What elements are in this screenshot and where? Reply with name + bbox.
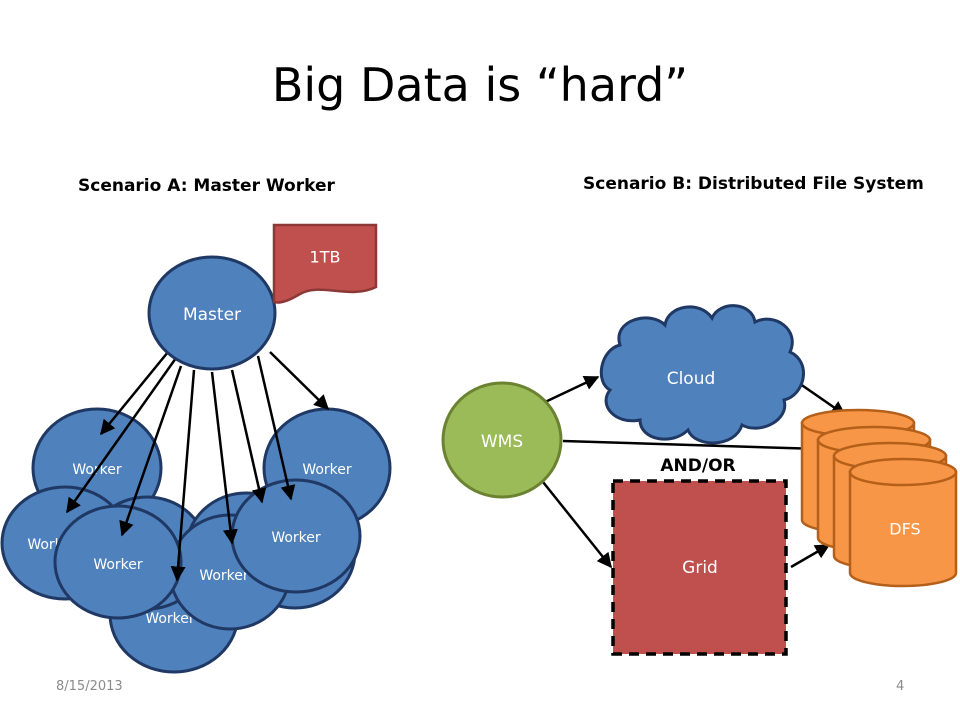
worker-node: Worker — [53, 504, 183, 620]
slide-title: Big Data is “hard” — [271, 58, 689, 112]
footer-date: 8/15/2013 — [56, 679, 123, 694]
dfs-arrows — [542, 375, 847, 569]
dfs-label: DFS — [889, 520, 920, 539]
scenario-b-heading: Scenario B: Distributed File System — [583, 174, 924, 194]
master-worker-arrows — [65, 351, 330, 582]
data-size-label: 1TB — [310, 248, 341, 267]
worker-label: Worker — [93, 557, 143, 573]
scenario-a-heading: Scenario A: Master Worker — [78, 176, 335, 196]
worker-label: Worker — [199, 568, 249, 584]
dfs-cylinder — [848, 457, 958, 588]
master-node: Master — [147, 255, 277, 371]
grid-label: Grid — [682, 558, 718, 578]
cloud-node: Cloud — [599, 304, 805, 445]
worker-label: Worker — [145, 611, 195, 627]
wms-node: WMS — [441, 381, 563, 499]
worker-label: Worker — [271, 530, 321, 546]
master-label: Master — [183, 305, 241, 325]
cloud-label: Cloud — [667, 369, 716, 389]
page-number: 4 — [896, 679, 905, 694]
dfs-storage: DFS — [800, 408, 958, 588]
worker-label: Worker — [302, 462, 352, 478]
and-or-label: AND/OR — [660, 456, 735, 476]
wms-label: WMS — [481, 432, 523, 452]
grid-node: Grid — [611, 479, 788, 656]
data-document: 1TB — [272, 223, 378, 304]
worker-node: Worker — [230, 478, 362, 594]
